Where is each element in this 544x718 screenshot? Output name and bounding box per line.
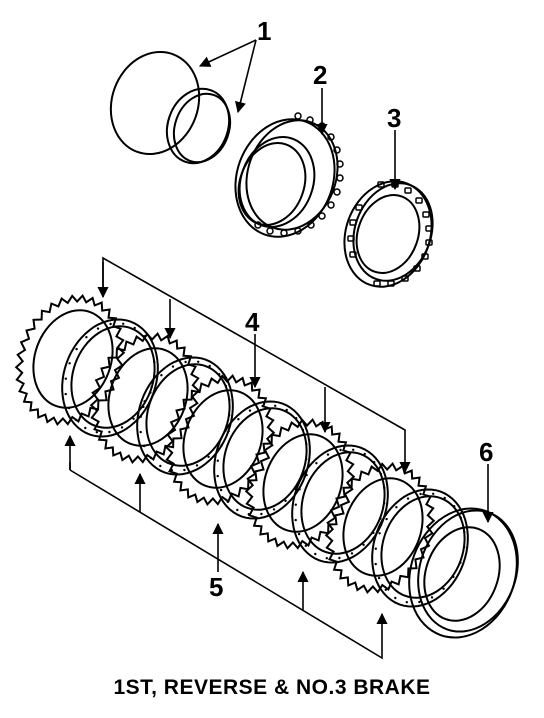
snap-ring-small bbox=[165, 87, 232, 165]
parts-diagram: 1 2 3 4 5 6 bbox=[14, 16, 519, 660]
brake-flange bbox=[408, 507, 519, 639]
clutch-disc bbox=[324, 462, 436, 594]
clutch-disc bbox=[89, 332, 201, 464]
clutch-plate bbox=[371, 488, 469, 608]
clutch-plate bbox=[291, 444, 389, 564]
callout-4: 4 bbox=[245, 307, 260, 337]
callout-2: 2 bbox=[313, 60, 327, 90]
clutch-disc bbox=[14, 294, 126, 426]
spring-retainer bbox=[343, 180, 434, 288]
callout-6: 6 bbox=[479, 437, 493, 467]
callout-1: 1 bbox=[257, 16, 271, 46]
clutch-disc bbox=[244, 418, 356, 550]
clutch-plate bbox=[213, 400, 311, 520]
clutch-plate bbox=[136, 356, 234, 476]
clutch-pack bbox=[14, 294, 469, 608]
callout-5: 5 bbox=[209, 572, 223, 602]
callout-3: 3 bbox=[387, 103, 401, 133]
clutch-disc bbox=[164, 374, 276, 506]
piston-retainer bbox=[234, 112, 344, 238]
callout-leaders bbox=[198, 39, 494, 572]
diagram-caption: 1ST, REVERSE & NO.3 BRAKE bbox=[113, 676, 431, 699]
snap-ring-large bbox=[109, 50, 201, 156]
clutch-plate bbox=[61, 318, 159, 438]
group-bracket-lines bbox=[64, 256, 411, 660]
